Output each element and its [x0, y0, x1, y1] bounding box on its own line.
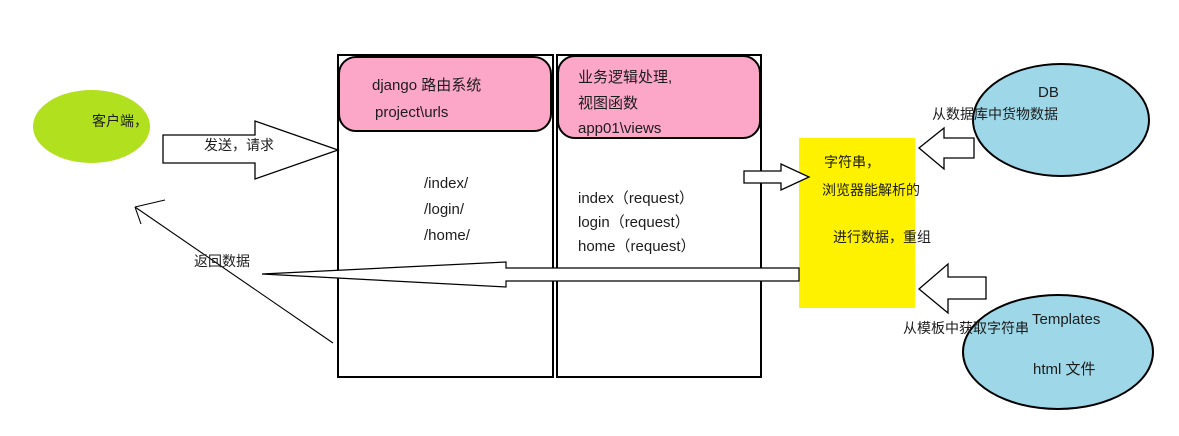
- client-ellipse: [33, 90, 150, 163]
- urls-box-header: [338, 56, 552, 132]
- db-to-string-arrow: [917, 126, 975, 171]
- db-ellipse: [972, 63, 1150, 177]
- db-title: DB: [1038, 84, 1059, 101]
- urls-header-path: project\urls: [375, 104, 449, 121]
- string-box-line2: 浏览器能解析的: [822, 182, 920, 198]
- client-label: 客户端，: [92, 113, 148, 129]
- string-box-line3: 进行数据，重组: [833, 229, 931, 245]
- route-item: /index/: [424, 175, 469, 192]
- templates-subtitle: html 文件: [1033, 361, 1096, 378]
- views-box-header: [557, 55, 761, 139]
- views-header-line2: 视图函数: [578, 95, 639, 112]
- route-item: /home/: [424, 227, 470, 244]
- templates-title: Templates: [1032, 311, 1101, 328]
- string-box: [799, 138, 915, 308]
- views-header-line1: 业务逻辑处理,: [578, 69, 673, 86]
- view-function-item: home（request）: [578, 238, 696, 255]
- view-function-item: login（request）: [578, 214, 690, 231]
- templates-ellipse: [962, 294, 1154, 410]
- return-arrow-label: 返回数据: [194, 253, 250, 269]
- templates-to-string-arrow: [917, 262, 987, 315]
- view-function-item: index（request）: [578, 190, 694, 207]
- db-note: 从数据库中货物数据: [932, 106, 1058, 122]
- templates-note: 从模板中获取字符串: [903, 320, 1029, 336]
- return-line-arrow: [134, 199, 334, 344]
- send-arrow-label: 发送，请求: [204, 137, 274, 153]
- route-item: /login/: [424, 201, 465, 218]
- string-box-line1: 字符串，: [824, 154, 880, 170]
- urls-header-title: django 路由系统: [372, 77, 482, 94]
- views-header-line3: app01\views: [578, 120, 662, 137]
